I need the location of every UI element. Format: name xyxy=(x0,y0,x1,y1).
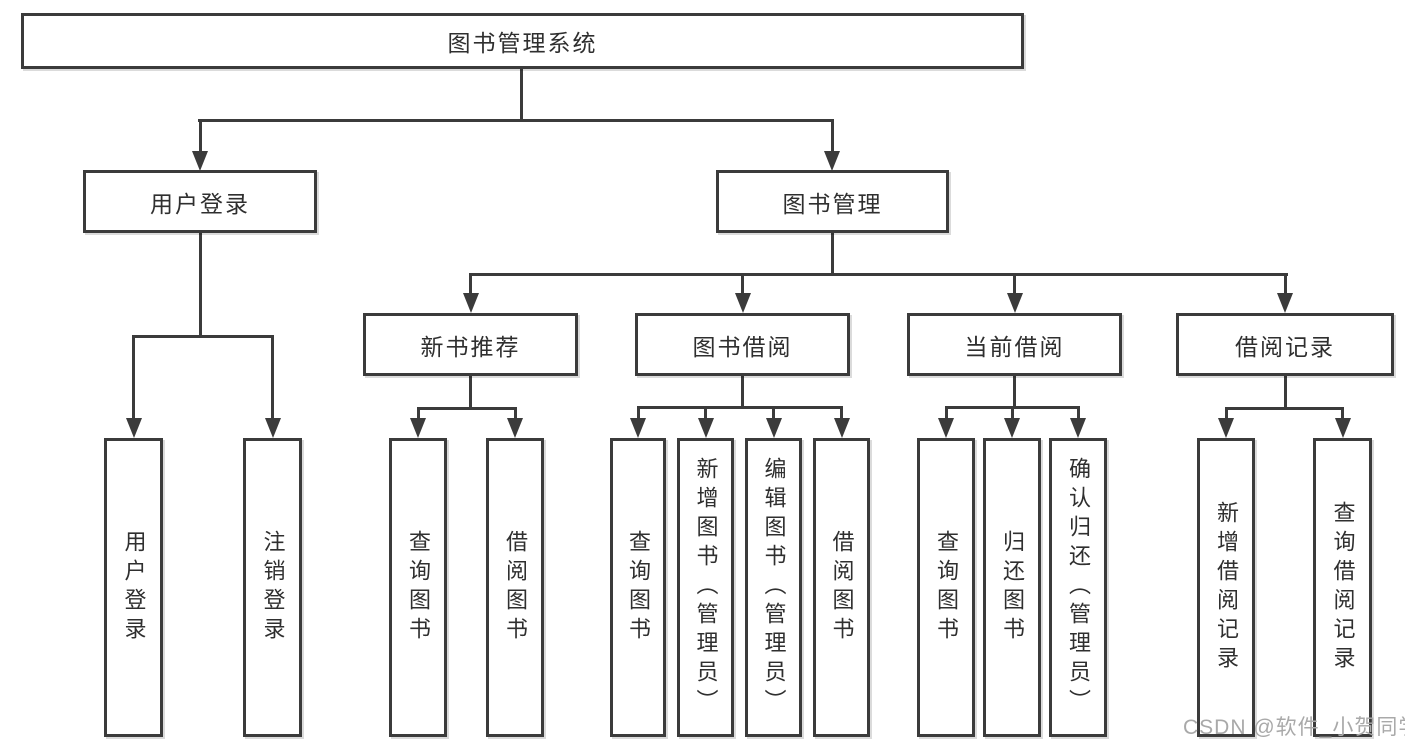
node-user-login-label: 用户登录 xyxy=(150,190,250,217)
node-new-book-recommend-label: 新书推荐 xyxy=(420,333,521,360)
arrowhead-icon xyxy=(192,151,208,171)
connector-line xyxy=(945,406,948,420)
connector-line xyxy=(1077,406,1080,420)
connector-line xyxy=(1341,407,1344,420)
arrowhead-icon xyxy=(1218,418,1234,438)
leaf-br-query-record-label: 查询借阅记录 xyxy=(1330,500,1356,675)
leaf-rec-query-book: 查询图书 xyxy=(389,438,447,737)
node-user-login: 用户登录 xyxy=(83,170,317,233)
node-current-borrow-label: 当前借阅 xyxy=(964,333,1065,360)
connector-line xyxy=(704,406,707,420)
arrowhead-icon xyxy=(1007,293,1023,313)
leaf-bb-query-book-label: 查询图书 xyxy=(626,529,651,646)
arrowhead-icon xyxy=(938,418,954,438)
leaf-br-add-record: 新增借阅记录 xyxy=(1197,438,1255,737)
leaf-bb-query-book: 查询图书 xyxy=(610,438,666,737)
arrowhead-icon xyxy=(507,418,523,438)
node-book-borrow: 图书借阅 xyxy=(635,313,850,376)
connector-line xyxy=(132,335,135,420)
arrowhead-icon xyxy=(265,418,281,438)
connector-line xyxy=(1013,273,1016,295)
connector-line xyxy=(469,273,472,295)
node-root: 图书管理系统 xyxy=(21,13,1024,69)
arrowhead-icon xyxy=(630,418,646,438)
connector-line xyxy=(637,406,640,420)
leaf-logout: 注销登录 xyxy=(243,438,302,737)
connector-line xyxy=(772,406,775,420)
leaf-user-login-label: 用户登录 xyxy=(121,529,147,646)
arrowhead-icon xyxy=(1004,418,1020,438)
leaf-cb-return-book: 归还图书 xyxy=(983,438,1041,737)
leaf-cb-query-book: 查询图书 xyxy=(917,438,975,737)
node-book-management-label: 图书管理 xyxy=(782,190,883,217)
leaf-cb-return-book-label: 归还图书 xyxy=(1000,529,1025,646)
connector-line xyxy=(1284,273,1287,295)
leaf-cb-confirm-return-admin: 确认归还（管理员） xyxy=(1049,438,1107,737)
arrowhead-icon xyxy=(410,418,426,438)
leaf-bb-borrow-book-label: 借阅图书 xyxy=(829,529,855,646)
connector-line xyxy=(198,119,834,122)
connector-line xyxy=(520,69,523,119)
arrowhead-icon xyxy=(834,418,850,438)
arrowhead-icon xyxy=(1070,418,1086,438)
connector-line xyxy=(741,376,744,406)
leaf-rec-query-book-label: 查询图书 xyxy=(406,529,431,646)
connector-line xyxy=(417,407,517,410)
connector-line xyxy=(741,273,744,295)
arrowhead-icon xyxy=(698,418,714,438)
connector-line xyxy=(199,233,202,335)
connector-line xyxy=(469,376,472,407)
connector-line xyxy=(1013,376,1016,406)
connector-line xyxy=(514,407,517,420)
leaf-rec-borrow-book: 借阅图书 xyxy=(486,438,544,737)
arrowhead-icon xyxy=(1335,418,1351,438)
node-book-management: 图书管理 xyxy=(716,170,949,233)
leaf-user-login: 用户登录 xyxy=(104,438,163,737)
connector-line xyxy=(271,335,274,420)
arrowhead-icon xyxy=(824,151,840,171)
connector-line xyxy=(1225,407,1228,420)
connector-line xyxy=(199,119,202,152)
leaf-bb-borrow-book: 借阅图书 xyxy=(813,438,870,737)
connector-line xyxy=(1225,407,1344,410)
leaf-cb-query-book-label: 查询图书 xyxy=(934,529,959,646)
arrowhead-icon xyxy=(126,418,142,438)
node-borrow-records-label: 借阅记录 xyxy=(1235,333,1335,360)
connector-line xyxy=(132,335,274,338)
node-new-book-recommend: 新书推荐 xyxy=(363,313,578,376)
leaf-rec-borrow-book-label: 借阅图书 xyxy=(503,529,528,646)
arrowhead-icon xyxy=(735,293,751,313)
leaf-bb-edit-book-admin: 编辑图书（管理员） xyxy=(745,438,802,737)
connector-line xyxy=(417,407,420,420)
connector-line xyxy=(831,233,834,273)
leaf-br-query-record: 查询借阅记录 xyxy=(1313,438,1372,737)
node-current-borrow: 当前借阅 xyxy=(907,313,1122,376)
leaf-bb-edit-book-admin-label: 编辑图书（管理员） xyxy=(761,457,787,718)
connector-line xyxy=(840,406,843,420)
arrowhead-icon xyxy=(463,293,479,313)
node-borrow-records: 借阅记录 xyxy=(1176,313,1394,376)
leaf-logout-label: 注销登录 xyxy=(260,529,286,646)
leaf-bb-add-book-admin: 新增图书（管理员） xyxy=(677,438,734,737)
connector-line xyxy=(469,273,1288,276)
leaf-bb-add-book-admin-label: 新增图书（管理员） xyxy=(693,457,719,718)
leaf-br-add-record-label: 新增借阅记录 xyxy=(1214,500,1239,675)
connector-line xyxy=(1284,376,1287,407)
connector-line xyxy=(831,119,834,152)
connector-line xyxy=(1011,406,1014,420)
connector-line xyxy=(637,406,843,409)
csdn-watermark: CSDN @软件_小贺同学 xyxy=(1183,716,1405,739)
leaf-cb-confirm-return-admin-label: 确认归还（管理员） xyxy=(1066,457,1091,718)
arrowhead-icon xyxy=(1277,293,1293,313)
node-book-borrow-label: 图书借阅 xyxy=(692,333,793,360)
node-root-label: 图书管理系统 xyxy=(447,30,598,56)
arrowhead-icon xyxy=(766,418,782,438)
